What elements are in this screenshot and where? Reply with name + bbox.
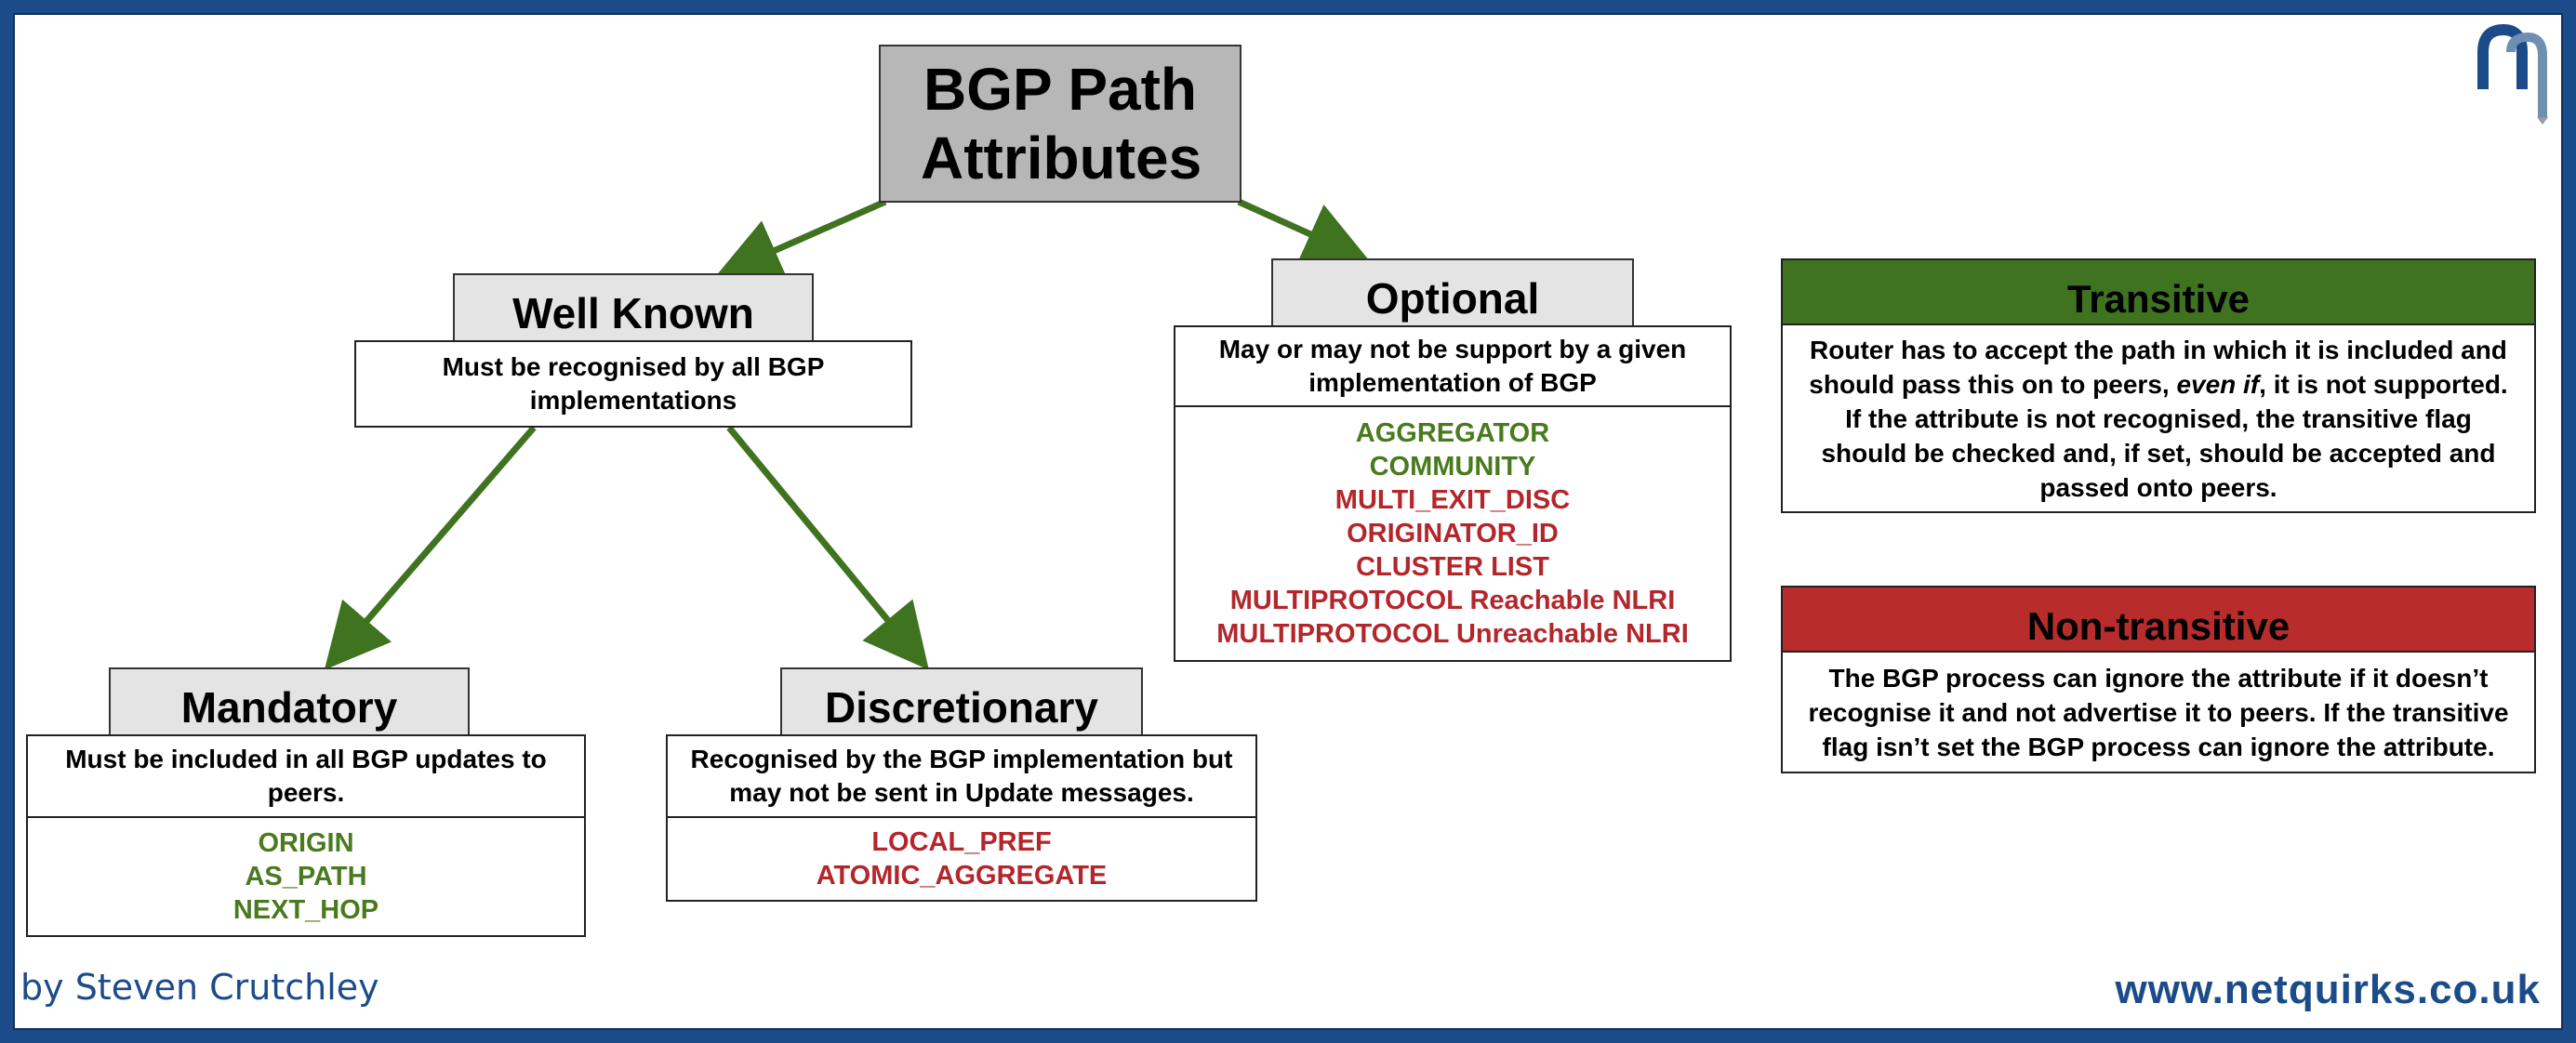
well-known-header: Well Known: [453, 273, 814, 342]
non-transitive-header: Non-transitive: [1781, 586, 2536, 653]
transitive-header: Transitive: [1781, 258, 2536, 325]
optional-description-box: May or may not be support by a given imp…: [1174, 325, 1732, 407]
arrow-well-known-to-mandatory: [324, 425, 537, 670]
page-title: BGP Path Attributes: [879, 45, 1242, 203]
optional-attr-cluster-list: CLUSTER LIST: [1356, 552, 1549, 582]
optional-header: Optional: [1271, 258, 1634, 327]
transitive-line-2-emphasis: even if: [2176, 369, 2260, 399]
discretionary-attr-atomic-aggregate: ATOMIC_AGGREGATE: [816, 861, 1108, 891]
discretionary-attribute-list: LOCAL_PREF ATOMIC_AGGREGATE: [666, 816, 1257, 902]
transitive-line-5: passed onto peers.: [2039, 472, 2277, 502]
mandatory-attr-next-hop: NEXT_HOP: [232, 895, 379, 925]
transitive-line-3: If the attribute is not recognised, the …: [1845, 403, 2472, 433]
transitive-label: Transitive: [2066, 277, 2251, 321]
mandatory-header: Mandatory: [109, 667, 470, 736]
discretionary-label: Discretionary: [824, 683, 1098, 732]
mandatory-attr-origin: ORIGIN: [258, 828, 354, 858]
non-transitive-description-box: The BGP process can ignore the attribute…: [1781, 651, 2536, 773]
mandatory-label: Mandatory: [180, 683, 398, 732]
transitive-description-box: Router has to accept the path in which i…: [1781, 323, 2536, 513]
transitive-description: Router has to accept the path in which i…: [1809, 333, 2507, 505]
mandatory-description: Must be included in all BGP updates to p…: [65, 745, 547, 807]
mandatory-attribute-list: ORIGIN AS_PATH NEXT_HOP: [26, 816, 586, 937]
optional-label: Optional: [1365, 274, 1540, 323]
transitive-line-2b: , it is not supported.: [2259, 369, 2508, 399]
discretionary-header: Discretionary: [780, 667, 1143, 736]
discretionary-description-box: Recognised by the BGP implementation but…: [666, 734, 1257, 818]
discretionary-description: Recognised by the BGP implementation but…: [690, 745, 1233, 807]
mandatory-attr-as-path: AS_PATH: [245, 862, 367, 891]
transitive-line-4: should be checked and, if set, should be…: [1821, 438, 2496, 468]
optional-attr-multi-exit-disc: MULTI_EXIT_DISC: [1334, 485, 1571, 515]
arrow-title-to-optional: [1237, 198, 1370, 264]
optional-attribute-list: AGGREGATOR COMMUNITY MULTI_EXIT_DISC ORI…: [1174, 405, 1732, 662]
non-transitive-description: The BGP process can ignore the attribute…: [1808, 663, 2509, 761]
arrow-title-to-well-known: [715, 198, 887, 281]
well-known-description-box: Must be recognised by all BGP implementa…: [354, 340, 912, 428]
optional-description: May or may not be support by a given imp…: [1218, 335, 1687, 397]
arrow-well-known-to-discretionary: [726, 425, 929, 670]
well-known-label: Well Known: [512, 289, 754, 337]
optional-attr-originator-id: ORIGINATOR_ID: [1347, 519, 1559, 548]
optional-attr-mp-unreach-nlri: MULTIPROTOCOL Unreachable NLRI: [1216, 619, 1689, 649]
well-known-description: Must be recognised by all BGP implementa…: [442, 352, 825, 415]
mandatory-description-box: Must be included in all BGP updates to p…: [26, 734, 586, 818]
transitive-line-2a: should pass this on to peers,: [1809, 369, 2177, 399]
optional-attr-community: COMMUNITY: [1369, 452, 1536, 482]
website-link[interactable]: www.netquirks.co.uk: [2115, 967, 2541, 1012]
author-credit: by Steven Crutchley: [20, 967, 379, 1008]
discretionary-attr-local-pref: LOCAL_PREF: [871, 827, 1052, 857]
non-transitive-label: Non-transitive: [2026, 604, 2291, 648]
optional-attr-mp-reach-nlri: MULTIPROTOCOL Reachable NLRI: [1229, 586, 1676, 615]
netquirks-logo-icon: [2477, 24, 2548, 125]
transitive-line-1: Router has to accept the path in which i…: [1810, 335, 2507, 364]
optional-attr-aggregator: AGGREGATOR: [1355, 418, 1550, 448]
page-title-text: BGP Path Attributes: [921, 56, 1202, 191]
